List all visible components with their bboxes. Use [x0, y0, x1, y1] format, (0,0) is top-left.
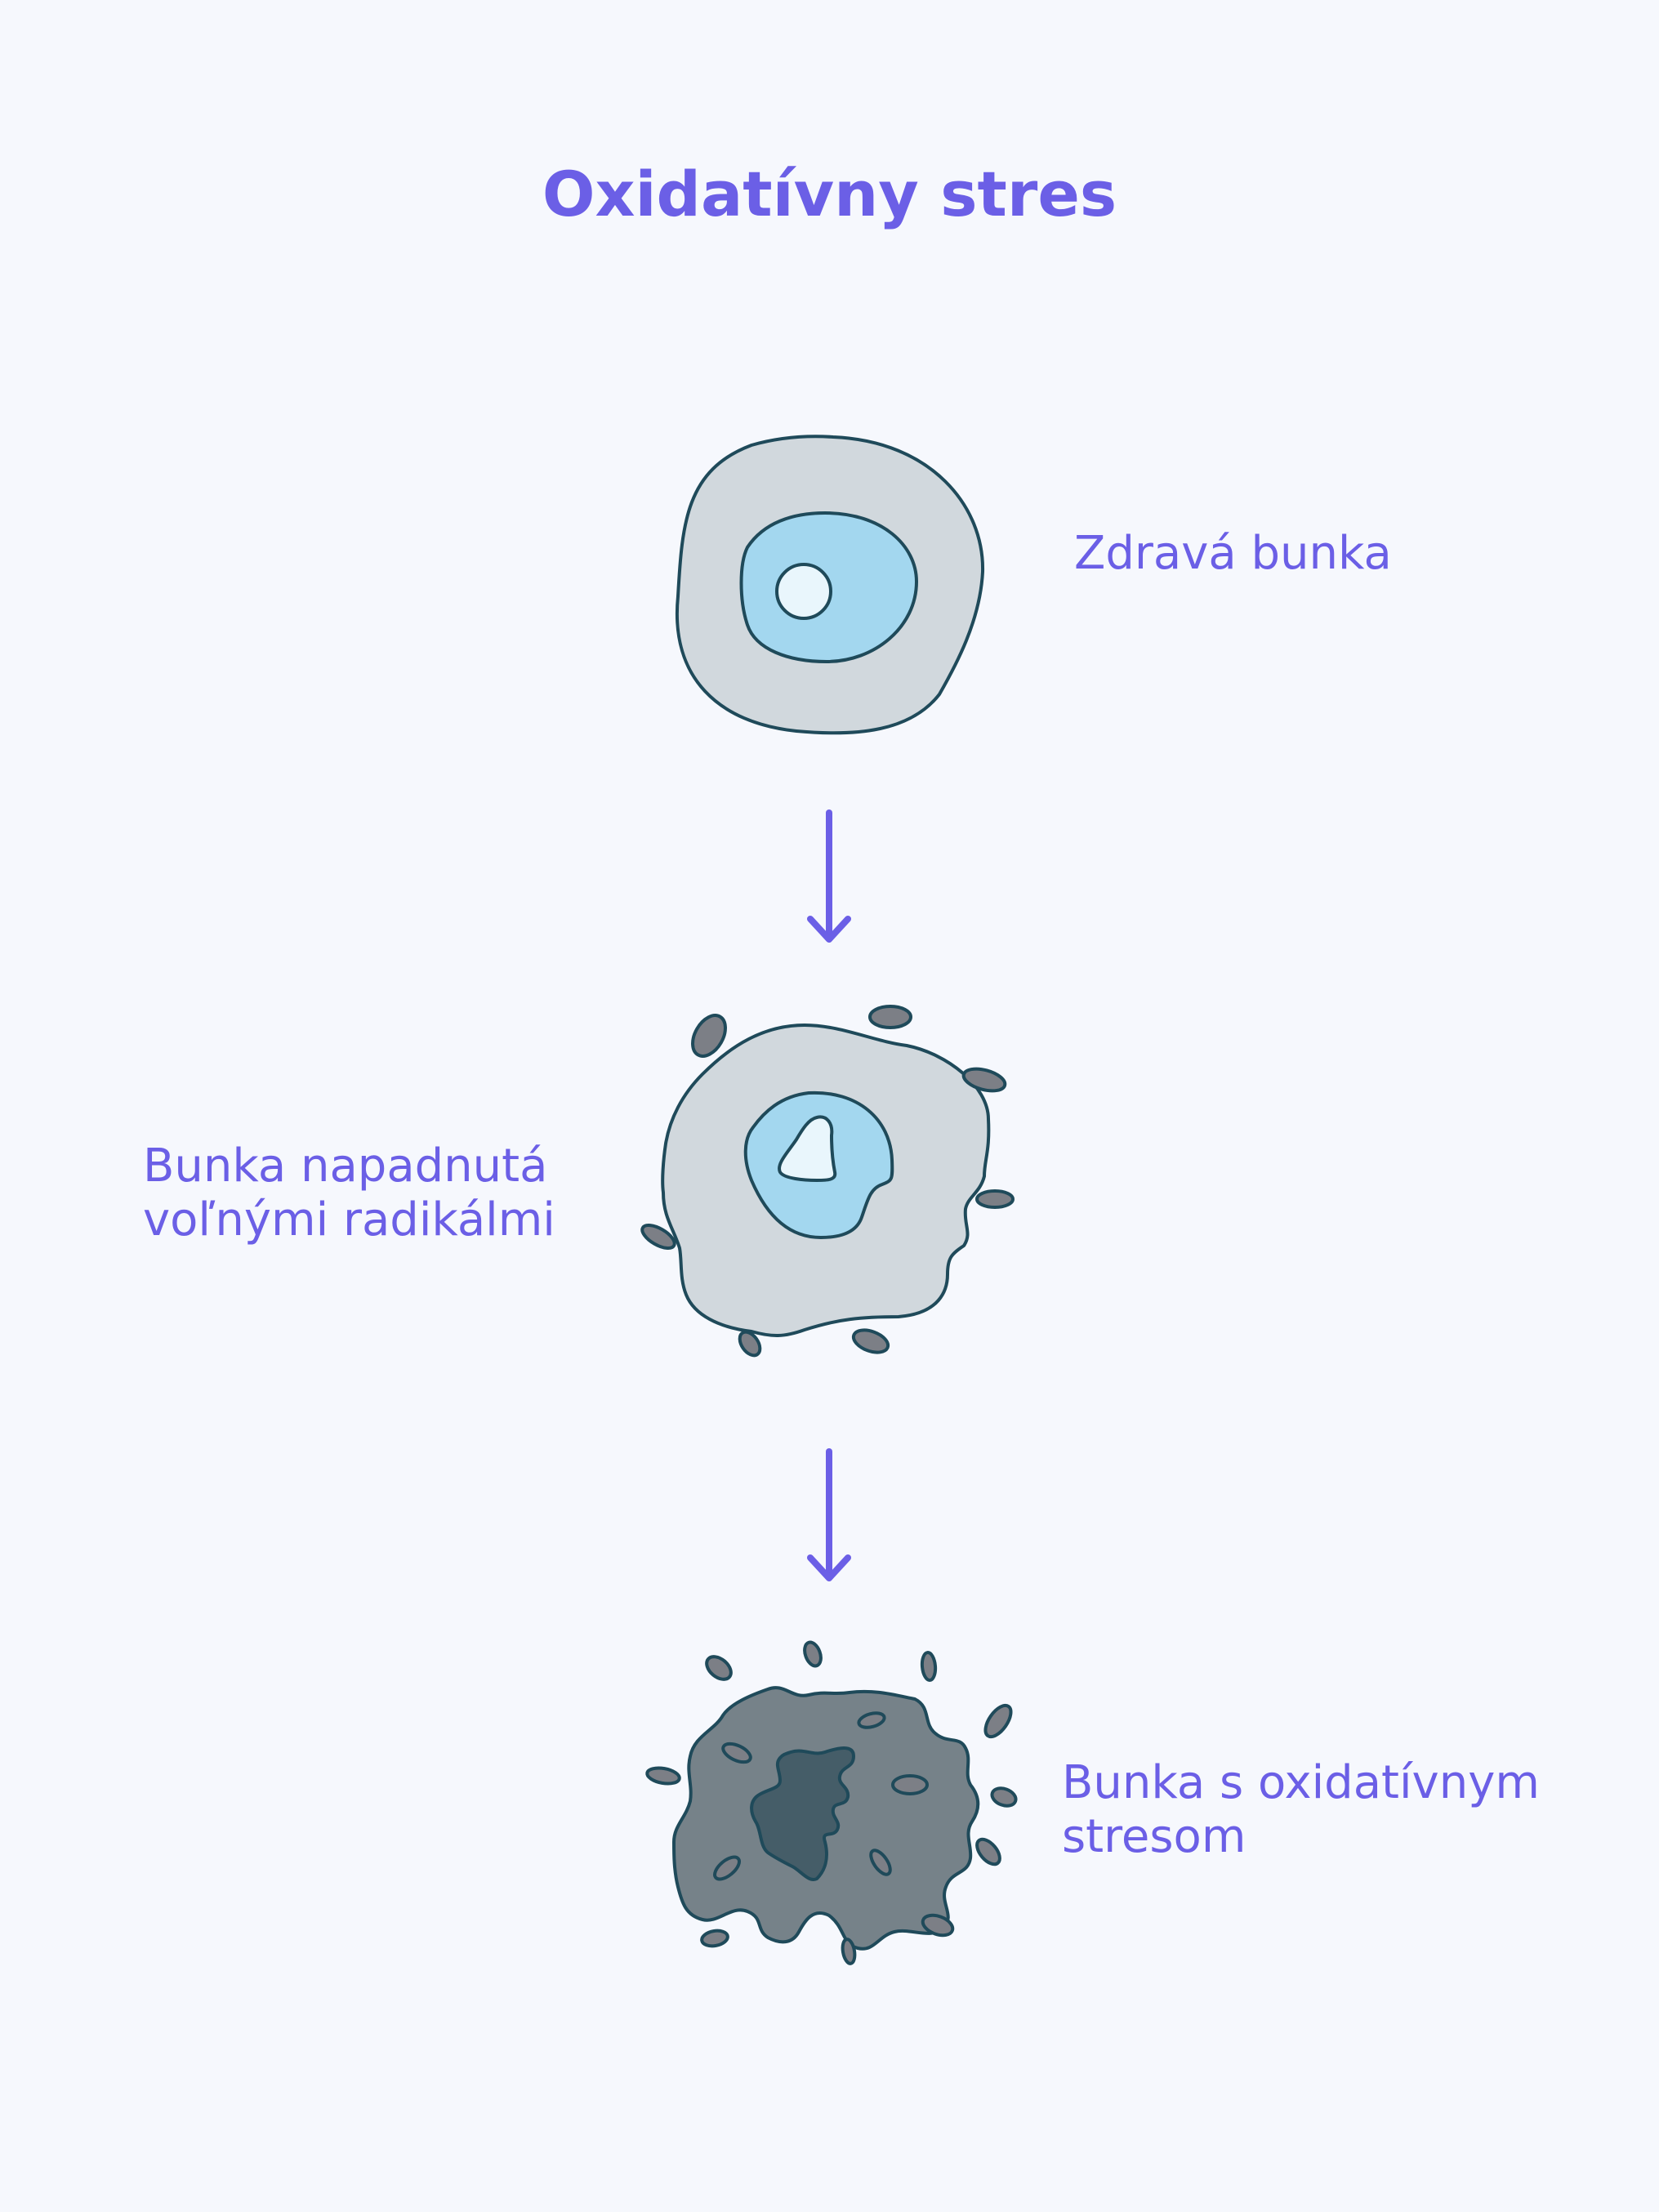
label-line: Bunka s oxidatívnym — [1062, 1756, 1540, 1809]
label-line: Bunka napadnutá — [143, 1139, 548, 1193]
nucleus — [750, 1746, 856, 1881]
damaged-cell-icon — [645, 1640, 1018, 1965]
attacked-cell-icon — [640, 1005, 1015, 1358]
label-line: Zdravá bunka — [1074, 527, 1392, 580]
label-line: stresom — [1062, 1810, 1246, 1863]
free-radical-icon — [640, 1005, 1015, 1358]
label-attacked-cell: Bunka napadnutá voľnými radikálmi — [143, 1139, 555, 1247]
label-stressed-cell: Bunka s oxidatívnym stresom — [1062, 1756, 1540, 1864]
free-radical-icon — [645, 1640, 1018, 1965]
arrow-down-icon — [807, 1448, 851, 1581]
arrow-down-icon — [807, 809, 851, 943]
healthy-cell-icon — [675, 435, 985, 735]
label-line: voľnými radikálmi — [143, 1193, 555, 1246]
nucleolus — [775, 563, 832, 620]
nucleolus — [778, 1115, 837, 1183]
label-healthy-cell: Zdravá bunka — [1074, 527, 1392, 581]
page-title: Oxidatívny stres — [542, 158, 1117, 230]
